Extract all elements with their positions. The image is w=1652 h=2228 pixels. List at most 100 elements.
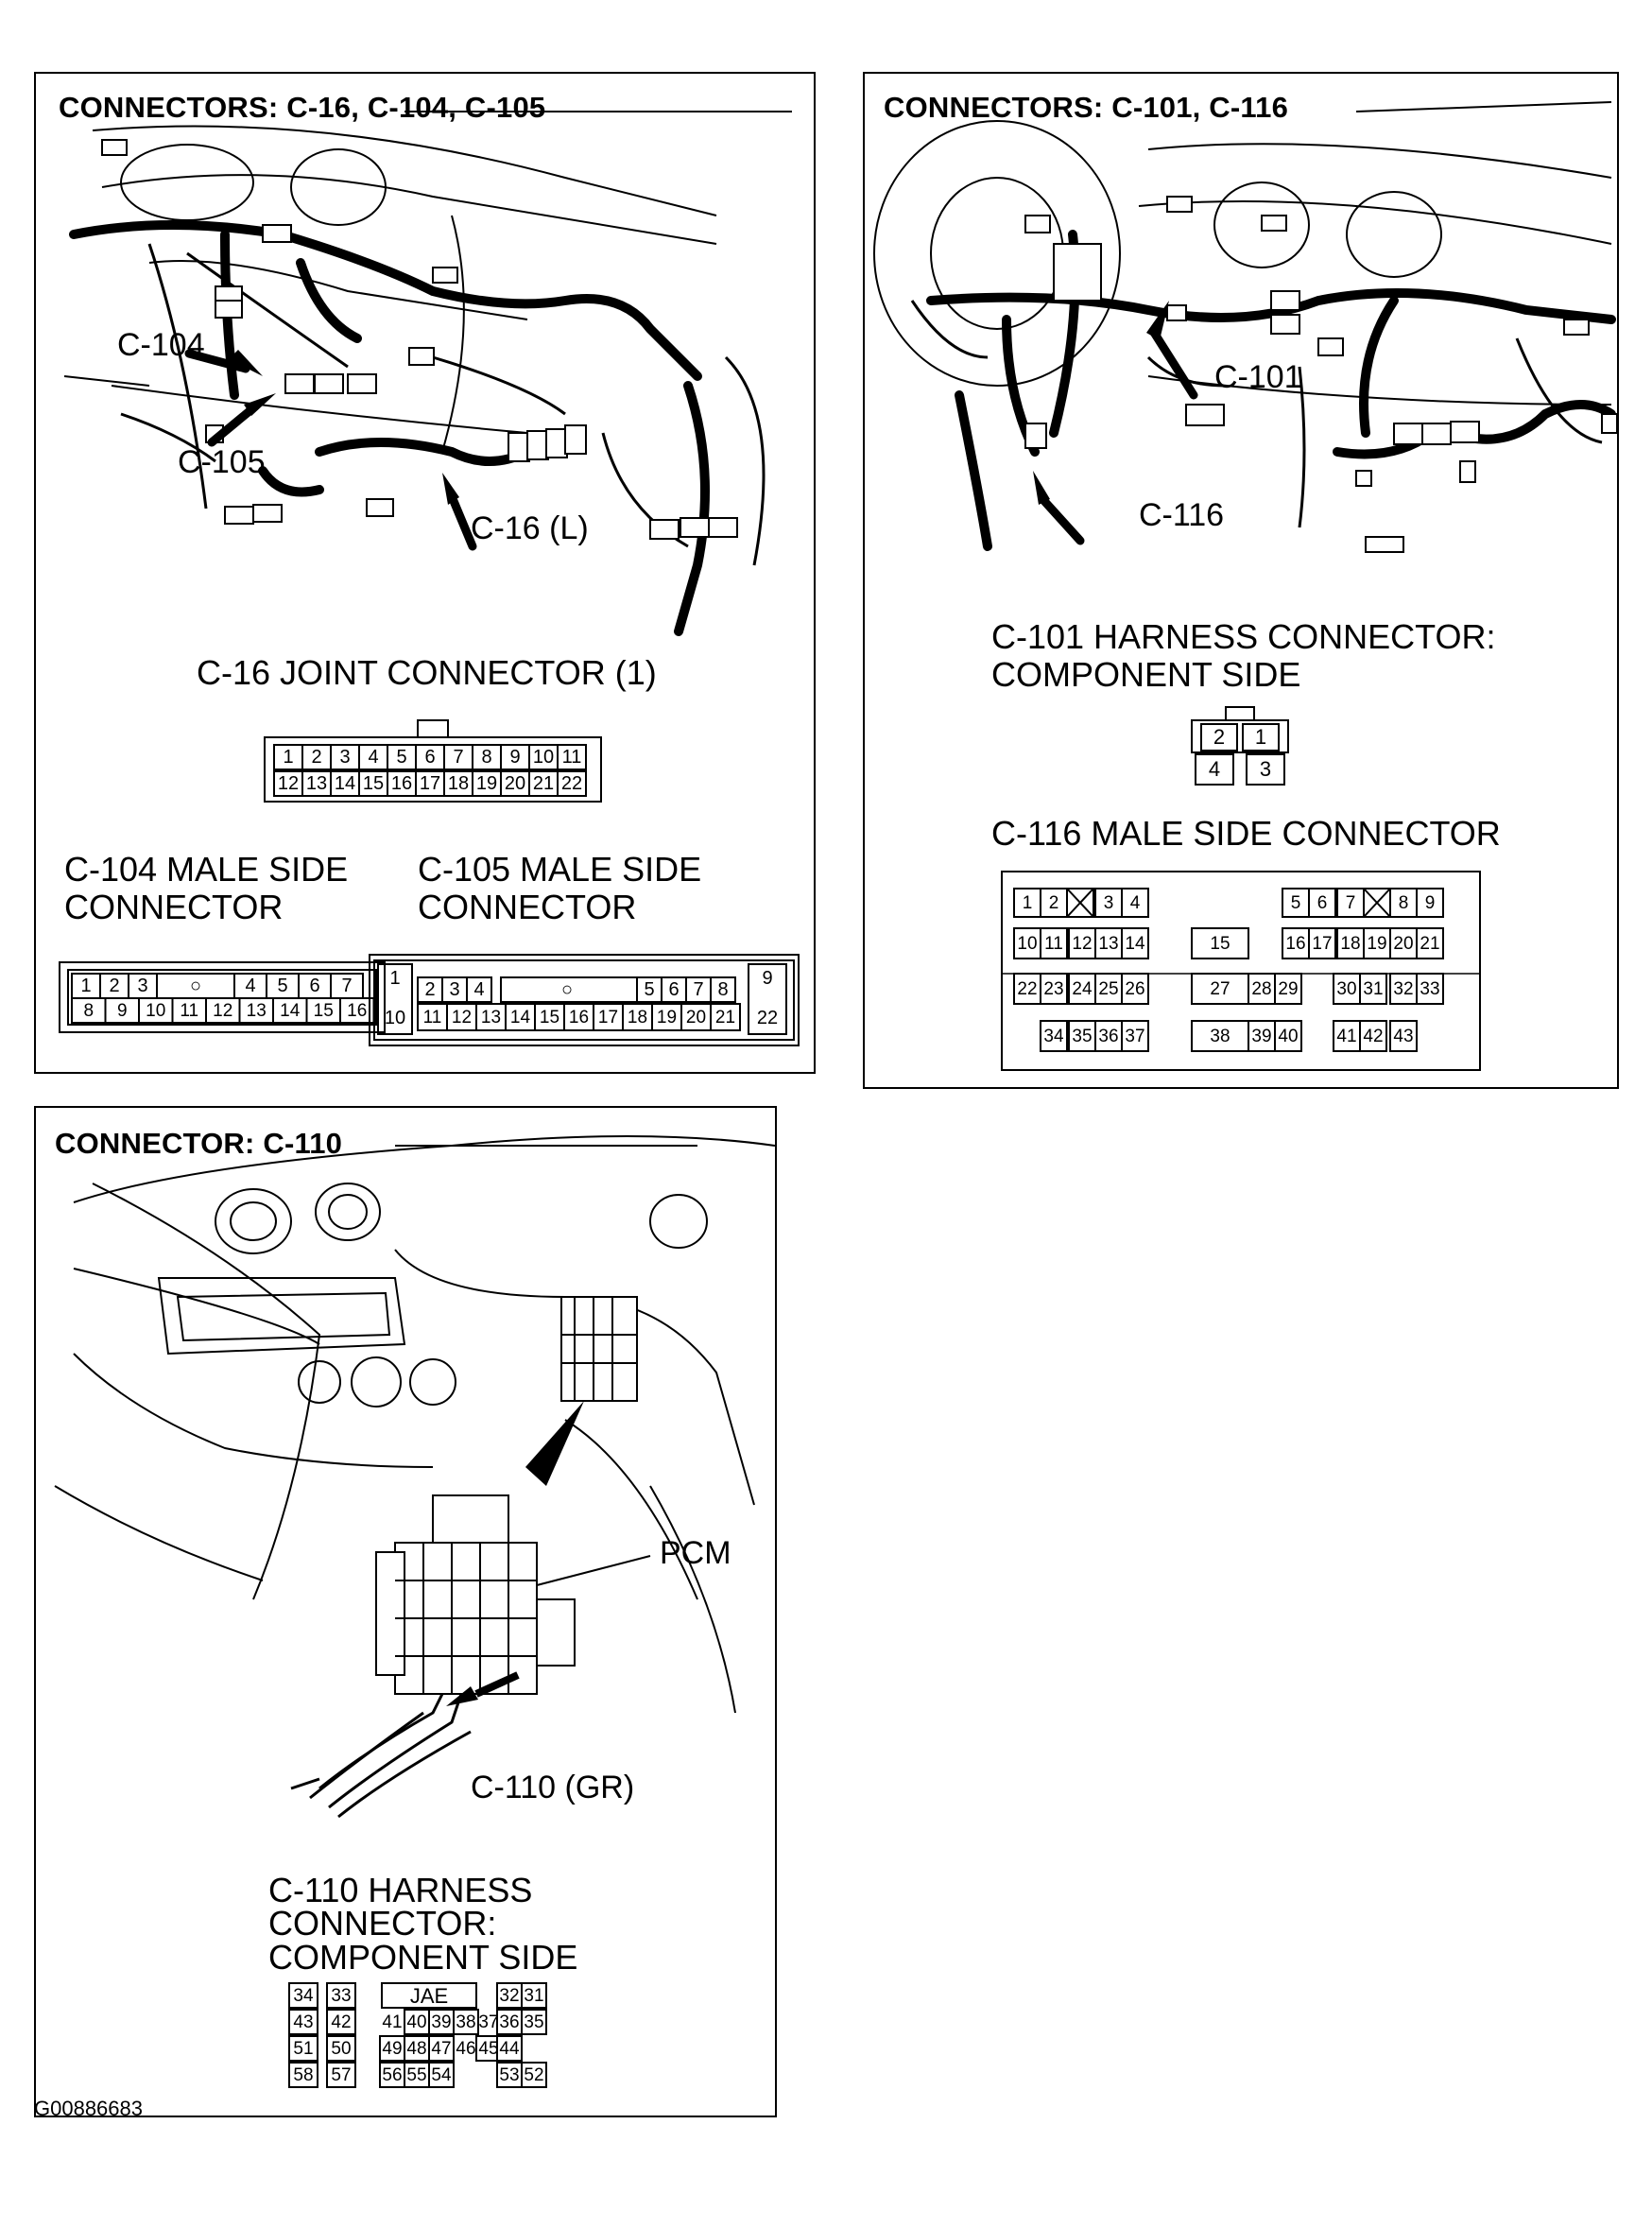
callout-pcm: PCM (660, 1535, 731, 1571)
pin-56: 56 (382, 2064, 403, 2085)
pin-12: 12 (1072, 933, 1093, 954)
pin-1: 1 (80, 976, 92, 996)
pin-7: 7 (453, 747, 464, 768)
jae-mark: JAE (409, 1984, 449, 2008)
panel-c16-c104-c105: CONNECTORS: C-16, C-104, C-105 (34, 72, 816, 1074)
pin-9: 9 (509, 747, 521, 768)
figure-code: G00886683 (34, 2097, 143, 2120)
pin-12: 12 (213, 1000, 233, 1021)
pin-5: 5 (277, 976, 288, 996)
pin-30: 30 (1336, 978, 1357, 999)
pin-17: 17 (419, 773, 441, 794)
pin-42: 42 (331, 2012, 352, 2032)
connector-outline (1001, 871, 1481, 1071)
panel-c101-c116: CONNECTORS: C-101, C-116 (863, 72, 1619, 1089)
pin-31: 31 (524, 1985, 544, 2006)
pin-34: 34 (1043, 1026, 1064, 1046)
pin-2: 2 (1213, 725, 1226, 749)
pin-33: 33 (1420, 978, 1440, 999)
connector-outline (369, 954, 800, 1046)
pin-21: 21 (1420, 933, 1440, 954)
pin-9: 9 (116, 1000, 128, 1021)
c16-label: C-16 JOINT CONNECTOR (1) (197, 653, 657, 692)
pin-key: ○ (189, 976, 202, 996)
pin-15: 15 (539, 1007, 560, 1028)
pin-14: 14 (509, 1007, 531, 1028)
pin-4: 4 (1208, 757, 1221, 781)
pin-3: 3 (1259, 757, 1272, 781)
c104-label: C-104 MALE SIDE CONNECTOR (64, 850, 349, 927)
pin-46: 46 (456, 2038, 476, 2059)
pin-14: 14 (1125, 933, 1145, 954)
pin-16: 16 (390, 773, 413, 794)
pin-43: 43 (1393, 1026, 1414, 1046)
pin-42: 42 (1363, 1026, 1384, 1046)
pin-39: 39 (431, 2012, 452, 2032)
pin-40: 40 (1278, 1026, 1299, 1046)
pin-49: 49 (382, 2038, 403, 2059)
pin-14: 14 (334, 773, 356, 794)
pin-11: 11 (422, 1007, 442, 1028)
pin-22: 22 (756, 1008, 779, 1028)
pin-2: 2 (109, 976, 120, 996)
pin-27: 27 (1210, 978, 1230, 999)
pin-35: 35 (1072, 1026, 1093, 1046)
c101-label: C-101 HARNESS CONNECTOR: COMPONENT SIDE (991, 617, 1496, 695)
pin-23: 23 (1043, 978, 1064, 999)
pin-8: 8 (481, 747, 492, 768)
pin-5: 5 (1290, 892, 1301, 913)
pin-38: 38 (1210, 1026, 1230, 1046)
pin-18: 18 (1340, 933, 1361, 954)
panel-title: CONNECTORS: C-16, C-104, C-105 (59, 91, 546, 124)
pin-1: 1 (1022, 892, 1033, 913)
pin-6: 6 (668, 979, 680, 1000)
pin-5: 5 (396, 747, 407, 768)
pin-6: 6 (309, 976, 320, 996)
pin-24: 24 (1072, 978, 1093, 999)
pin-15: 15 (362, 773, 385, 794)
pin-13: 13 (1098, 933, 1119, 954)
pin-2: 2 (1048, 892, 1059, 913)
pin-19: 19 (475, 773, 498, 794)
connector-outline (288, 1982, 547, 2088)
pin-39: 39 (1251, 1026, 1272, 1046)
pin-57: 57 (331, 2064, 352, 2085)
pin-35: 35 (524, 2012, 544, 2032)
pin-20: 20 (1393, 933, 1414, 954)
pin-3: 3 (1103, 892, 1114, 913)
pin-2: 2 (311, 747, 322, 768)
pin-37: 37 (1125, 1026, 1145, 1046)
pin-17: 17 (1312, 933, 1333, 954)
callout-c105: C-105 (178, 444, 266, 480)
pin-8: 8 (83, 1000, 95, 1021)
pin-32: 32 (1393, 978, 1414, 999)
c110-label: C-110 HARNESS CONNECTOR: COMPONENT SIDE (268, 1871, 578, 1977)
pin-40: 40 (406, 2012, 427, 2032)
pin-7: 7 (1345, 892, 1356, 913)
pin-8: 8 (717, 979, 729, 1000)
pin-41: 41 (1336, 1026, 1357, 1046)
pin-14: 14 (280, 1000, 301, 1021)
pin-47: 47 (431, 2038, 452, 2059)
c116-label: C-116 MALE SIDE CONNECTOR (991, 814, 1501, 853)
pin-key: ○ (560, 979, 574, 1000)
pin-55: 55 (406, 2064, 427, 2085)
pin-18: 18 (447, 773, 470, 794)
connector-outline (1191, 706, 1289, 786)
callout-c110: C-110 (GR) (471, 1770, 635, 1805)
pin-13: 13 (246, 1000, 267, 1021)
pin-16: 16 (568, 1007, 590, 1028)
pin-13: 13 (305, 773, 328, 794)
pin-41: 41 (382, 2012, 403, 2032)
pin-13: 13 (480, 1007, 502, 1028)
pin-54: 54 (431, 2064, 452, 2085)
pin-12: 12 (277, 773, 300, 794)
callout-c104: C-104 (117, 327, 205, 363)
pin-8: 8 (1398, 892, 1409, 913)
pin-6: 6 (1316, 892, 1328, 913)
callout-c116: C-116 (1139, 497, 1225, 533)
